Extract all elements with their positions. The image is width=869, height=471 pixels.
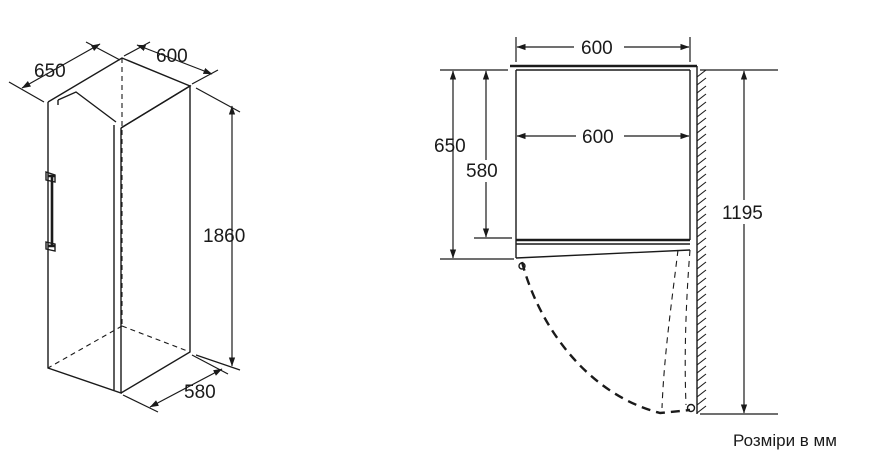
wall-hatch-tick: [696, 253, 707, 262]
wall-hatch-tick: [696, 405, 707, 414]
wall-hatch-tick: [696, 237, 707, 246]
wall-hatch-tick: [696, 317, 707, 326]
units-note: Розміри в мм: [733, 431, 837, 450]
perspective-view: 650 600 1860 580: [8, 41, 245, 413]
dimension-label-600-top: 600: [156, 46, 188, 67]
dimension-label-650: 650: [34, 61, 66, 82]
wall-hatch-tick: [696, 109, 707, 118]
door-handle-icon: [45, 171, 56, 252]
wall-hatch-tick: [696, 365, 707, 374]
wall-hatch-tick: [696, 85, 707, 94]
dimension-bottom-580: 580: [122, 354, 229, 413]
dimension-width-600: 600: [123, 41, 219, 85]
wall-hatch-tick: [696, 301, 707, 310]
wall-hatch-tick: [696, 245, 707, 254]
wall-hatch-tick: [696, 269, 707, 278]
wall-hatch-tick: [696, 93, 707, 102]
wall-hatch-tick: [696, 117, 707, 126]
dimension-swing-1195: 1195: [700, 69, 778, 415]
wall-hatch-tick: [696, 357, 707, 366]
wall-hatch-tick: [696, 181, 707, 190]
wall-hatch-tick: [696, 165, 707, 174]
wall-hatch-tick: [696, 101, 707, 110]
wall-hatch-tick: [696, 349, 707, 358]
wall-hatch-tick: [696, 293, 707, 302]
wall-hatch: [696, 66, 707, 414]
wall-hatch-tick: [696, 189, 707, 198]
dimension-label-650-plan: 650: [434, 136, 466, 157]
dimension-label-1860: 1860: [203, 226, 245, 247]
dimension-depth-580-plan: 580: [463, 70, 512, 239]
wall-hatch-tick: [696, 125, 707, 134]
wall-hatch-tick: [696, 205, 707, 214]
cabinet-plan: [510, 64, 697, 413]
dimension-outer-width-600: 600: [515, 35, 691, 62]
wall-hatch-tick: [696, 133, 707, 142]
wall-hatch-tick: [696, 173, 707, 182]
dimension-depth-650: 650: [8, 41, 121, 103]
wall-hatch-tick: [696, 213, 707, 222]
wall-hatch-tick: [696, 149, 707, 158]
dimension-inner-width-600: 600: [516, 124, 690, 148]
wall-hatch-tick: [696, 197, 707, 206]
wall-hatch-tick: [696, 221, 707, 230]
dimension-label-580-plan: 580: [466, 161, 498, 182]
wall-hatch-tick: [696, 397, 707, 406]
wall-hatch-tick: [696, 77, 707, 86]
dimension-label-600-inner: 600: [582, 127, 614, 148]
wall-hatch-tick: [696, 229, 707, 238]
dimension-label-600-outer: 600: [581, 38, 613, 59]
wall-hatch-tick: [696, 341, 707, 350]
cabinet-body: [47, 57, 192, 394]
wall-hatch-tick: [696, 141, 707, 150]
wall-hatch-tick: [696, 333, 707, 342]
wall-hatch-tick: [696, 309, 707, 318]
dimension-height-1860: 1860: [195, 87, 245, 371]
dimension-depth-650-plan: 650: [434, 69, 514, 260]
wall-hatch-tick: [696, 381, 707, 390]
wall-hatch-tick: [696, 285, 707, 294]
door-swing: [520, 249, 691, 415]
wall-hatch-tick: [696, 157, 707, 166]
dimension-label-1195: 1195: [722, 203, 763, 224]
wall-hatch-tick: [696, 261, 707, 270]
wall-hatch-tick: [696, 277, 707, 286]
wall-hatch-tick: [696, 69, 707, 78]
wall-hatch-tick: [696, 325, 707, 334]
wall-hatch-tick: [696, 389, 707, 398]
plan-view: 600 600 650 580 1195: [434, 35, 778, 415]
dimension-label-580-bottom: 580: [184, 382, 216, 403]
wall-hatch-tick: [696, 373, 707, 382]
